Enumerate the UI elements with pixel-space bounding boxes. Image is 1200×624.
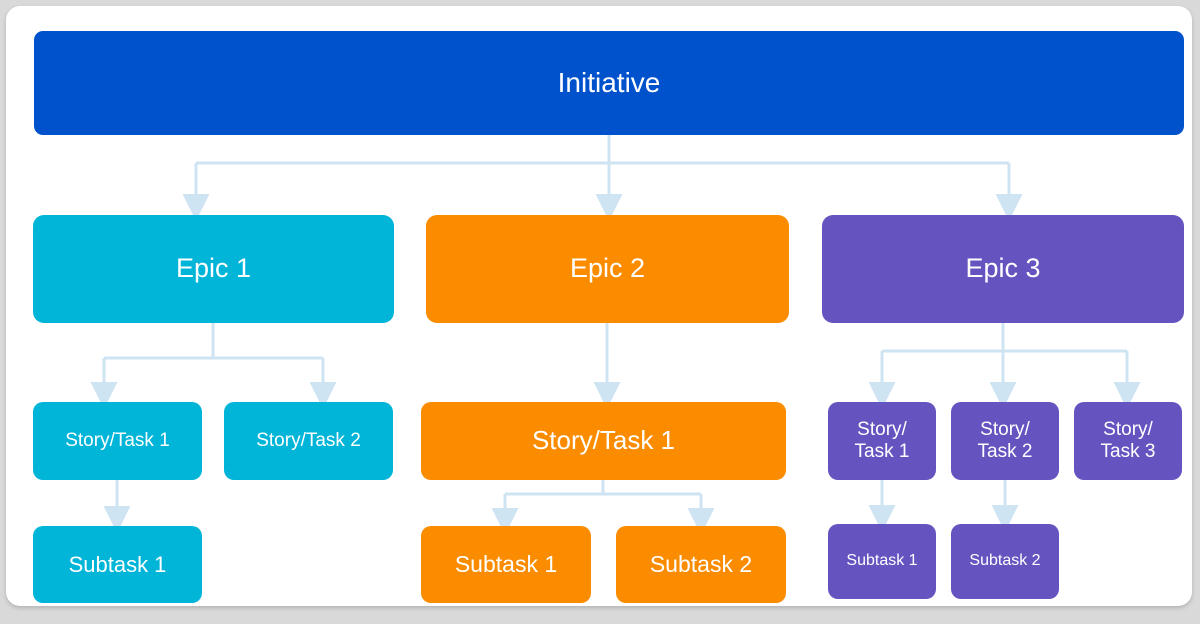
node-initiative[interactable]: Initiative <box>34 31 1184 135</box>
diagram-card: Initiative Epic 1 Epic 2 Epic 3 Story/Ta… <box>6 6 1192 606</box>
connector-initiative-to-epics <box>182 135 1023 221</box>
node-epic3-story-3[interactable]: Story/ Task 3 <box>1074 402 1182 480</box>
node-epic3-story-2[interactable]: Story/ Task 2 <box>951 402 1059 480</box>
node-epic2-subtask-2[interactable]: Subtask 2 <box>616 526 786 603</box>
node-epic2-subtask-1[interactable]: Subtask 1 <box>421 526 591 603</box>
node-epic3-subtask-1[interactable]: Subtask 1 <box>828 524 936 599</box>
node-epic3-story-1[interactable]: Story/ Task 1 <box>828 402 936 480</box>
connector-epic3-to-stories <box>868 323 1141 409</box>
node-epic3-subtask-2[interactable]: Subtask 2 <box>951 524 1059 599</box>
node-epic1-story-1[interactable]: Story/Task 1 <box>33 402 202 480</box>
connector-epic2-story-to-subtasks <box>491 480 715 535</box>
node-epic-1[interactable]: Epic 1 <box>33 215 394 323</box>
connector-epic1-to-stories <box>90 323 337 409</box>
node-epic1-subtask-1[interactable]: Subtask 1 <box>33 526 202 603</box>
node-epic-3[interactable]: Epic 3 <box>822 215 1184 323</box>
node-epic1-story-2[interactable]: Story/Task 2 <box>224 402 393 480</box>
node-epic-2[interactable]: Epic 2 <box>426 215 789 323</box>
node-epic2-story-1[interactable]: Story/Task 1 <box>421 402 786 480</box>
